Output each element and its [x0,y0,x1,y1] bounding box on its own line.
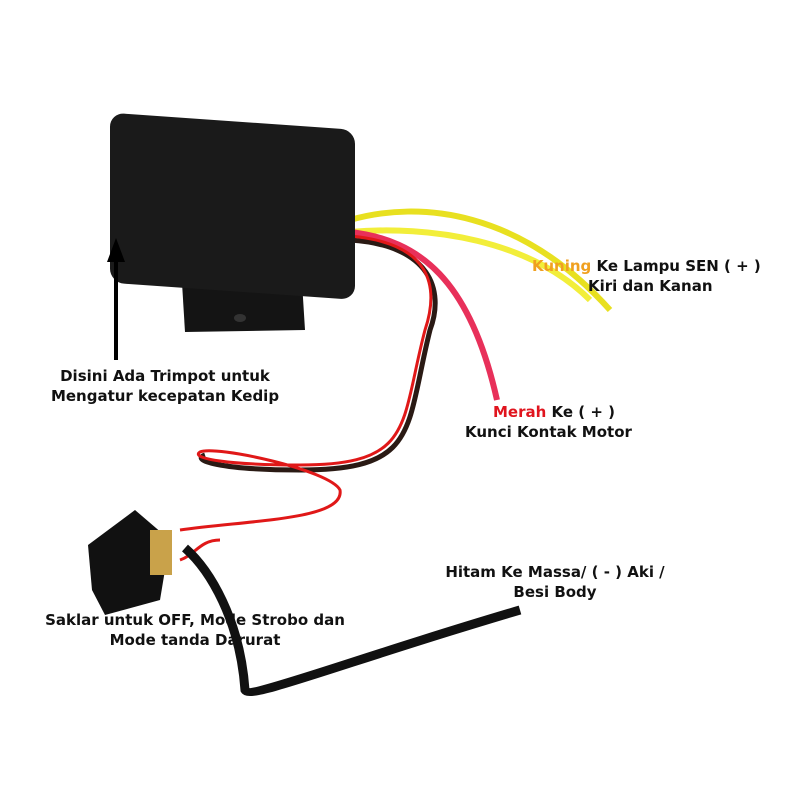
trimpot-label-line1: Disini Ada Trimpot untuk [60,367,270,385]
arrow-head-icon [107,238,125,262]
trimpot-label-line2: Mengatur kecepatan Kedip [50,387,280,405]
red-color-word: Merah [493,403,547,421]
switch-label-line1: Saklar untuk OFF, Mode Strobo dan [45,611,345,629]
yellow-label-line1: Ke Lampu SEN ( + ) [591,257,761,275]
yellow-wire-label: Kuning Ke Lampu SEN ( + ) Kiri dan Kanan [532,256,761,296]
yellow-label-line2: Kiri dan Kanan [588,277,713,295]
red-wire-label: Merah Ke ( + ) Kunci Kontak Motor [465,402,632,442]
red-wire [179,234,433,532]
red-wire [349,229,500,401]
black-label-line2: Besi Body [513,583,597,601]
trimpot-label: Disini Ada Trimpot untuk Mengatur kecepa… [20,366,310,406]
black-ground-wire [181,544,522,697]
yellow-wire [349,208,613,313]
yellow-wire [349,227,593,303]
yellow-color-word: Kuning [532,257,592,275]
switch-label: Saklar untuk OFF, Mode Strobo dan Mode t… [15,610,375,650]
relay-box [110,113,355,299]
red-label-line1: Ke ( + ) [546,403,616,421]
red-label-line2: Kunci Kontak Motor [465,423,632,441]
black-label-line1: Hitam Ke Massa/ ( - ) Aki / [445,563,665,581]
red-wire [179,538,221,562]
rocker-switch [88,510,170,615]
switch-label-line2: Mode tanda Darurat [109,631,281,649]
black-wire-label: Hitam Ke Massa/ ( - ) Aki / Besi Body [420,562,690,602]
